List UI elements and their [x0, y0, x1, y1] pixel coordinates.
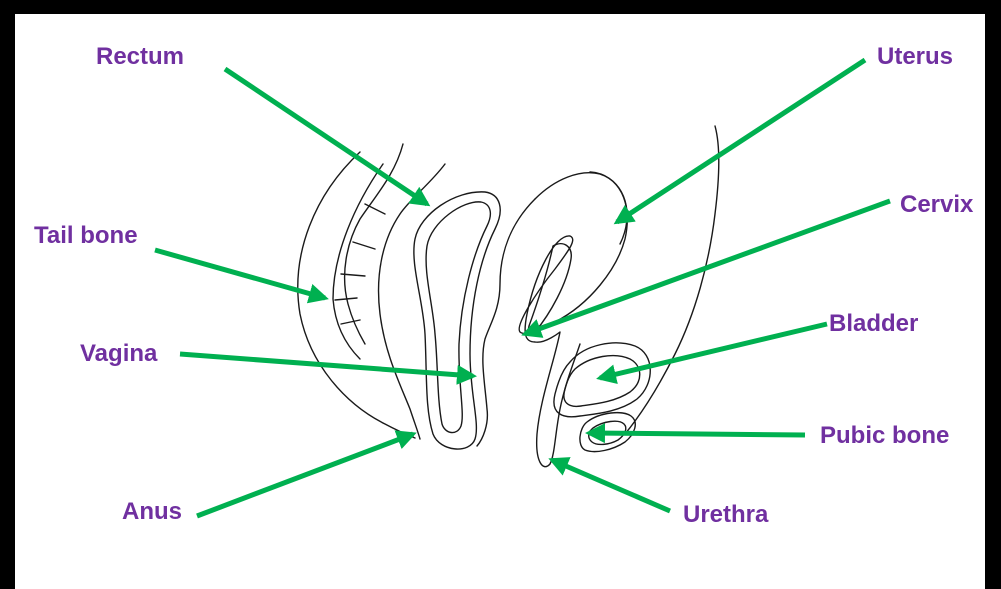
label-bladder: Bladder	[829, 310, 918, 337]
label-anus: Anus	[122, 498, 182, 525]
label-rectum: Rectum	[96, 43, 184, 70]
vertebra-lines	[335, 204, 385, 324]
pointer-arrows	[155, 60, 890, 516]
rectum-arrow	[225, 69, 427, 204]
diagram-canvas: Rectum Uterus Cervix Tail bone Bladder V…	[15, 14, 985, 589]
label-pubic-bone: Pubic bone	[820, 422, 949, 449]
anus-arrow	[197, 434, 413, 516]
tail-bone-arrow	[155, 250, 325, 298]
vagina-wall-outline	[477, 199, 535, 446]
rectum-wall-line	[379, 164, 445, 439]
bladder-inner-outline	[564, 356, 640, 407]
labels: Rectum Uterus Cervix Tail bone Bladder V…	[34, 43, 974, 528]
rectum-inner-outline	[426, 202, 490, 433]
vagina-outline	[519, 172, 627, 467]
vagina-arrow	[180, 354, 473, 376]
label-uterus: Uterus	[877, 43, 953, 70]
pelvic-anatomy-diagram: Rectum Uterus Cervix Tail bone Bladder V…	[15, 14, 985, 589]
pubic-bone-arrow	[589, 433, 805, 435]
label-cervix: Cervix	[900, 191, 974, 218]
label-vagina: Vagina	[80, 340, 158, 367]
anatomy-drawing	[298, 126, 719, 467]
label-urethra: Urethra	[683, 501, 769, 528]
uterus-arrow	[617, 60, 865, 222]
urethra-arrow	[552, 460, 670, 511]
bladder-arrow	[600, 324, 827, 378]
uterus-outline	[535, 173, 627, 244]
label-tail-bone: Tail bone	[34, 222, 138, 249]
tail-bone-inner-outline	[345, 144, 403, 344]
